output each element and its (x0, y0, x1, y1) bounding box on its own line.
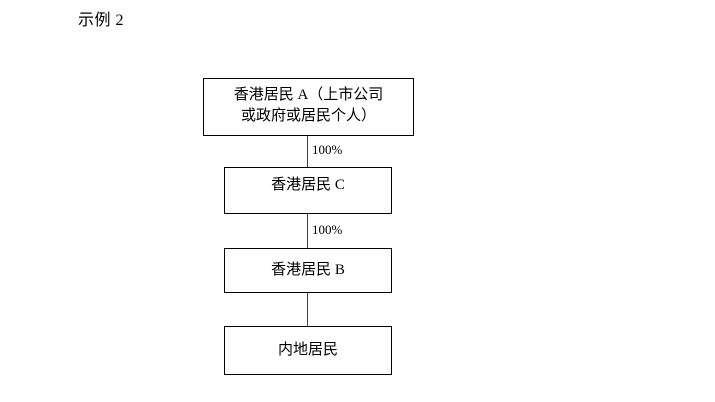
diagram-node-label: 香港居民 B (271, 262, 345, 278)
page-title: 示例 2 (78, 12, 125, 29)
edge-label-c-to-b: 100% (312, 222, 343, 237)
connector-c-to-b (307, 214, 308, 248)
connector-a-to-c (307, 136, 308, 167)
diagram-node-hk-resident-a: 香港居民 A（上市公司 或政府或居民个人） (203, 78, 414, 136)
diagram-node-label: 香港居民 A（上市公司 或政府或居民个人） (233, 87, 384, 124)
diagram-node-hk-resident-b: 香港居民 B (224, 248, 392, 293)
diagram-node-label: 香港居民 C (271, 177, 345, 193)
connector-b-to-mainland (307, 293, 308, 326)
diagram-node-mainland-resident: 内地居民 (224, 326, 392, 375)
edge-label-a-to-c: 100% (312, 142, 343, 157)
diagram-node-hk-resident-c: 香港居民 C (224, 167, 392, 214)
diagram-node-label: 内地居民 (277, 342, 338, 358)
